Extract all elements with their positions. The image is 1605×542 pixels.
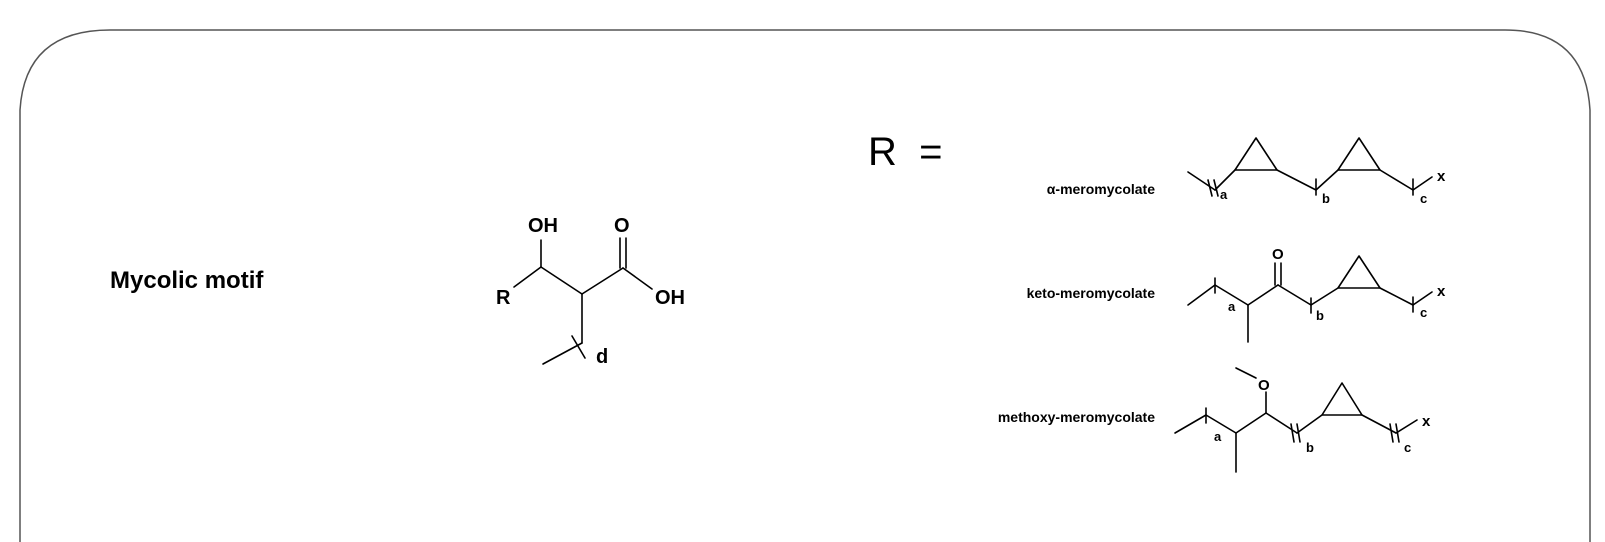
keto-terminal-x: x <box>1437 283 1446 300</box>
atom-oh-top: OH <box>528 215 558 237</box>
motif-title: Mycolic motif <box>110 267 264 294</box>
alpha-meromycolate-structure <box>1187 137 1433 197</box>
methoxy-oxygen: O <box>1258 377 1270 394</box>
alpha-sub-a: a <box>1220 187 1228 202</box>
mycolic-motif-structure <box>513 237 653 365</box>
methoxy-sub-b: b <box>1306 440 1314 455</box>
atom-r-group: R <box>496 287 511 309</box>
bond-c1-c2 <box>540 266 583 295</box>
bond-r-c1 <box>513 266 542 288</box>
r-definition-header: R = <box>868 130 942 174</box>
atom-acid-oh: OH <box>655 287 685 309</box>
bond-chain-end <box>542 342 583 365</box>
alpha-sub-b: b <box>1322 191 1330 206</box>
atom-carbonyl-o: O <box>614 215 630 237</box>
atom-chain-d: d <box>596 346 608 368</box>
methoxy-sub-a: a <box>1214 429 1222 444</box>
keto-sub-c: c <box>1420 305 1427 320</box>
methoxy-terminal-x: x <box>1422 413 1431 430</box>
keto-oxygen: O <box>1272 246 1284 263</box>
bond-c3-oh <box>622 267 653 290</box>
rounded-frame <box>19 29 1591 542</box>
keto-sub-a: a <box>1228 299 1236 314</box>
alpha-terminal-x: x <box>1437 168 1446 185</box>
bracket-d <box>571 335 586 359</box>
methoxy-sub-c: c <box>1404 440 1411 455</box>
variant-alpha-label: α-meromycolate <box>1047 181 1155 197</box>
keto-meromycolate-structure <box>1187 255 1433 343</box>
methoxy-meromycolate-structure <box>1174 367 1418 473</box>
variant-keto-label: keto-meromycolate <box>1027 285 1156 301</box>
keto-sub-b: b <box>1316 308 1324 323</box>
variant-methoxy-label: methoxy-meromycolate <box>998 409 1155 425</box>
bond-c2-c3 <box>581 267 624 295</box>
alpha-sub-c: c <box>1420 191 1427 206</box>
